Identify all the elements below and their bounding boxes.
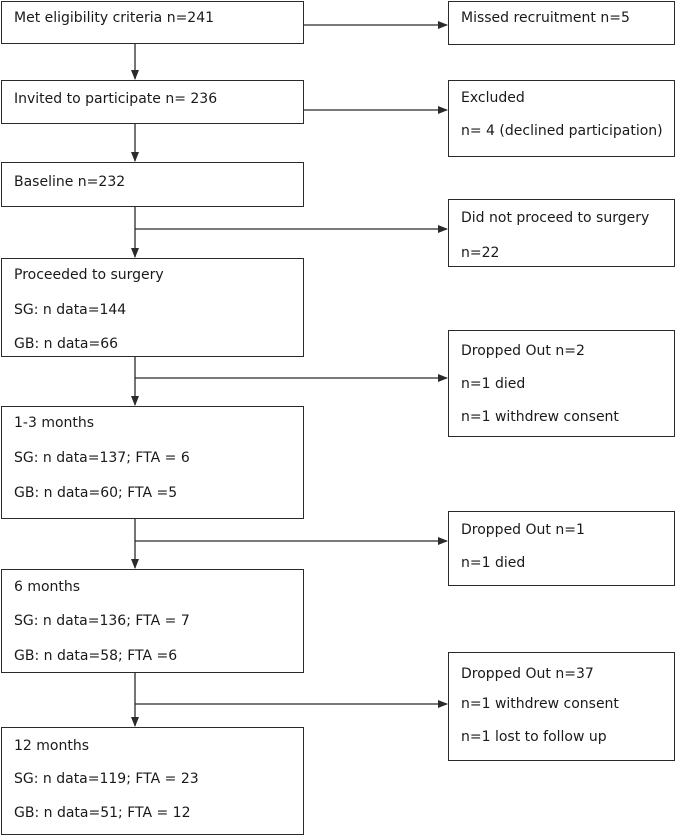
box-line: GB: n data=58; FTA =6	[14, 648, 178, 664]
box-excluded: Excluded n= 4 (declined participation)	[448, 80, 675, 157]
box-line: n=1 withdrew consent	[461, 696, 619, 712]
box-line: Proceeded to surgery	[14, 267, 164, 283]
box-12-months: 12 months SG: n data=119; FTA = 23 GB: n…	[1, 727, 304, 835]
box-line: n=1 lost to follow up	[461, 729, 607, 745]
box-dropped-out-2: Dropped Out n=1 n=1 died	[448, 511, 675, 586]
box-missed-recruitment: Missed recruitment n=5	[448, 1, 675, 45]
box-line: SG: n data=137; FTA = 6	[14, 450, 190, 466]
box-line: SG: n data=119; FTA = 23	[14, 771, 199, 787]
box-line: n= 4 (declined participation)	[461, 123, 663, 139]
box-baseline: Baseline n=232	[1, 162, 304, 207]
box-line: GB: n data=60; FTA =5	[14, 485, 178, 501]
box-line: Dropped Out n=37	[461, 666, 594, 682]
box-line: Excluded	[461, 90, 525, 106]
box-line: n=1 died	[461, 555, 526, 571]
box-line: 6 months	[14, 579, 81, 595]
box-line: n=1 withdrew consent	[461, 409, 619, 425]
box-line: Dropped Out n=2	[461, 343, 585, 359]
box-line: Dropped Out n=1	[461, 522, 585, 538]
box-line: SG: n data=136; FTA = 7	[14, 613, 190, 629]
box-line: SG: n data=144	[14, 302, 127, 318]
box-line: Invited to participate n= 236	[14, 91, 218, 107]
box-1-3-months: 1-3 months SG: n data=137; FTA = 6 GB: n…	[1, 406, 304, 519]
box-dropped-out-3: Dropped Out n=37 n=1 withdrew consent n=…	[448, 652, 675, 761]
box-no-surgery: Did not proceed to surgery n=22	[448, 199, 675, 267]
box-dropped-out-1: Dropped Out n=2 n=1 died n=1 withdrew co…	[448, 330, 675, 437]
box-line: 1-3 months	[14, 415, 95, 431]
box-line: Missed recruitment n=5	[461, 10, 630, 26]
box-line: 12 months	[14, 738, 89, 754]
box-surgery: Proceeded to surgery SG: n data=144 GB: …	[1, 258, 304, 357]
box-line: GB: n data=66	[14, 336, 119, 352]
box-line: n=1 died	[461, 376, 526, 392]
box-line: Did not proceed to surgery	[461, 210, 650, 226]
box-line: Met eligibility criteria n=241	[14, 10, 215, 26]
box-6-months: 6 months SG: n data=136; FTA = 7 GB: n d…	[1, 569, 304, 673]
box-eligibility: Met eligibility criteria n=241	[1, 1, 304, 44]
box-line: n=22	[461, 245, 500, 261]
box-line: Baseline n=232	[14, 174, 126, 190]
box-line: GB: n data=51; FTA = 12	[14, 805, 191, 821]
box-invited: Invited to participate n= 236	[1, 80, 304, 124]
